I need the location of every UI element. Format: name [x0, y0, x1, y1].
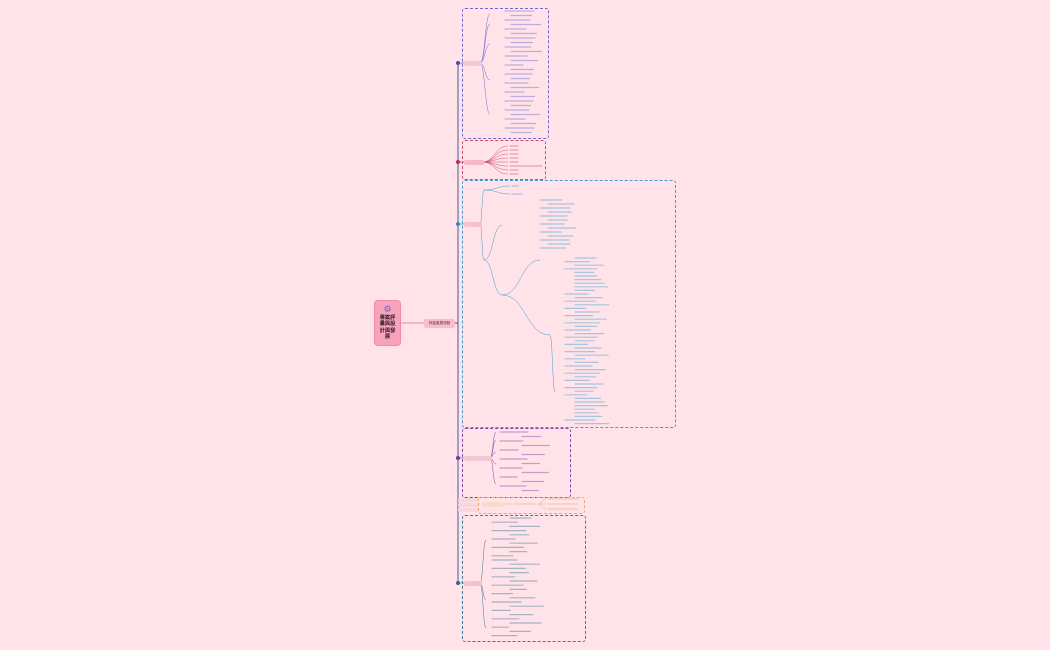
side-tag-2[interactable]	[458, 503, 478, 507]
branch-node-4	[456, 456, 460, 460]
hub-topic[interactable]: 評量發展流程	[424, 319, 455, 328]
branch-frame-4	[462, 428, 571, 498]
branch-topic-3[interactable]	[464, 222, 482, 227]
connector-line	[483, 189, 511, 195]
branch-topic-2[interactable]	[464, 160, 484, 165]
branch-node-2	[456, 160, 460, 164]
branch-node-6	[456, 581, 460, 585]
gear-icon: ⚙	[383, 304, 392, 315]
branch-topic-1[interactable]	[464, 61, 482, 66]
branch-frame-6	[462, 515, 586, 642]
connector-line	[501, 259, 541, 296]
branch-topic-5[interactable]	[482, 502, 504, 507]
branch-topic-6[interactable]	[464, 581, 482, 586]
branch-frame-5	[478, 497, 585, 514]
spine-line	[455, 63, 459, 583]
connector-line	[537, 503, 547, 510]
side-tag-3[interactable]	[458, 508, 478, 512]
branch-frame-1	[462, 8, 549, 139]
branch-frame-2	[462, 140, 546, 180]
connector-line	[501, 294, 551, 336]
branch-node-1	[456, 61, 460, 65]
connector-line	[481, 161, 509, 175]
root-title: 專案評量與設計與發展	[379, 314, 396, 341]
root-topic[interactable]: ⚙ 專案評量與設計與發展	[375, 301, 400, 345]
connector-line	[549, 334, 556, 393]
branch-topic-4[interactable]	[464, 456, 492, 461]
branch-node-3	[456, 222, 460, 226]
side-tag-1[interactable]	[458, 498, 478, 502]
branch-frame-3	[462, 180, 676, 428]
